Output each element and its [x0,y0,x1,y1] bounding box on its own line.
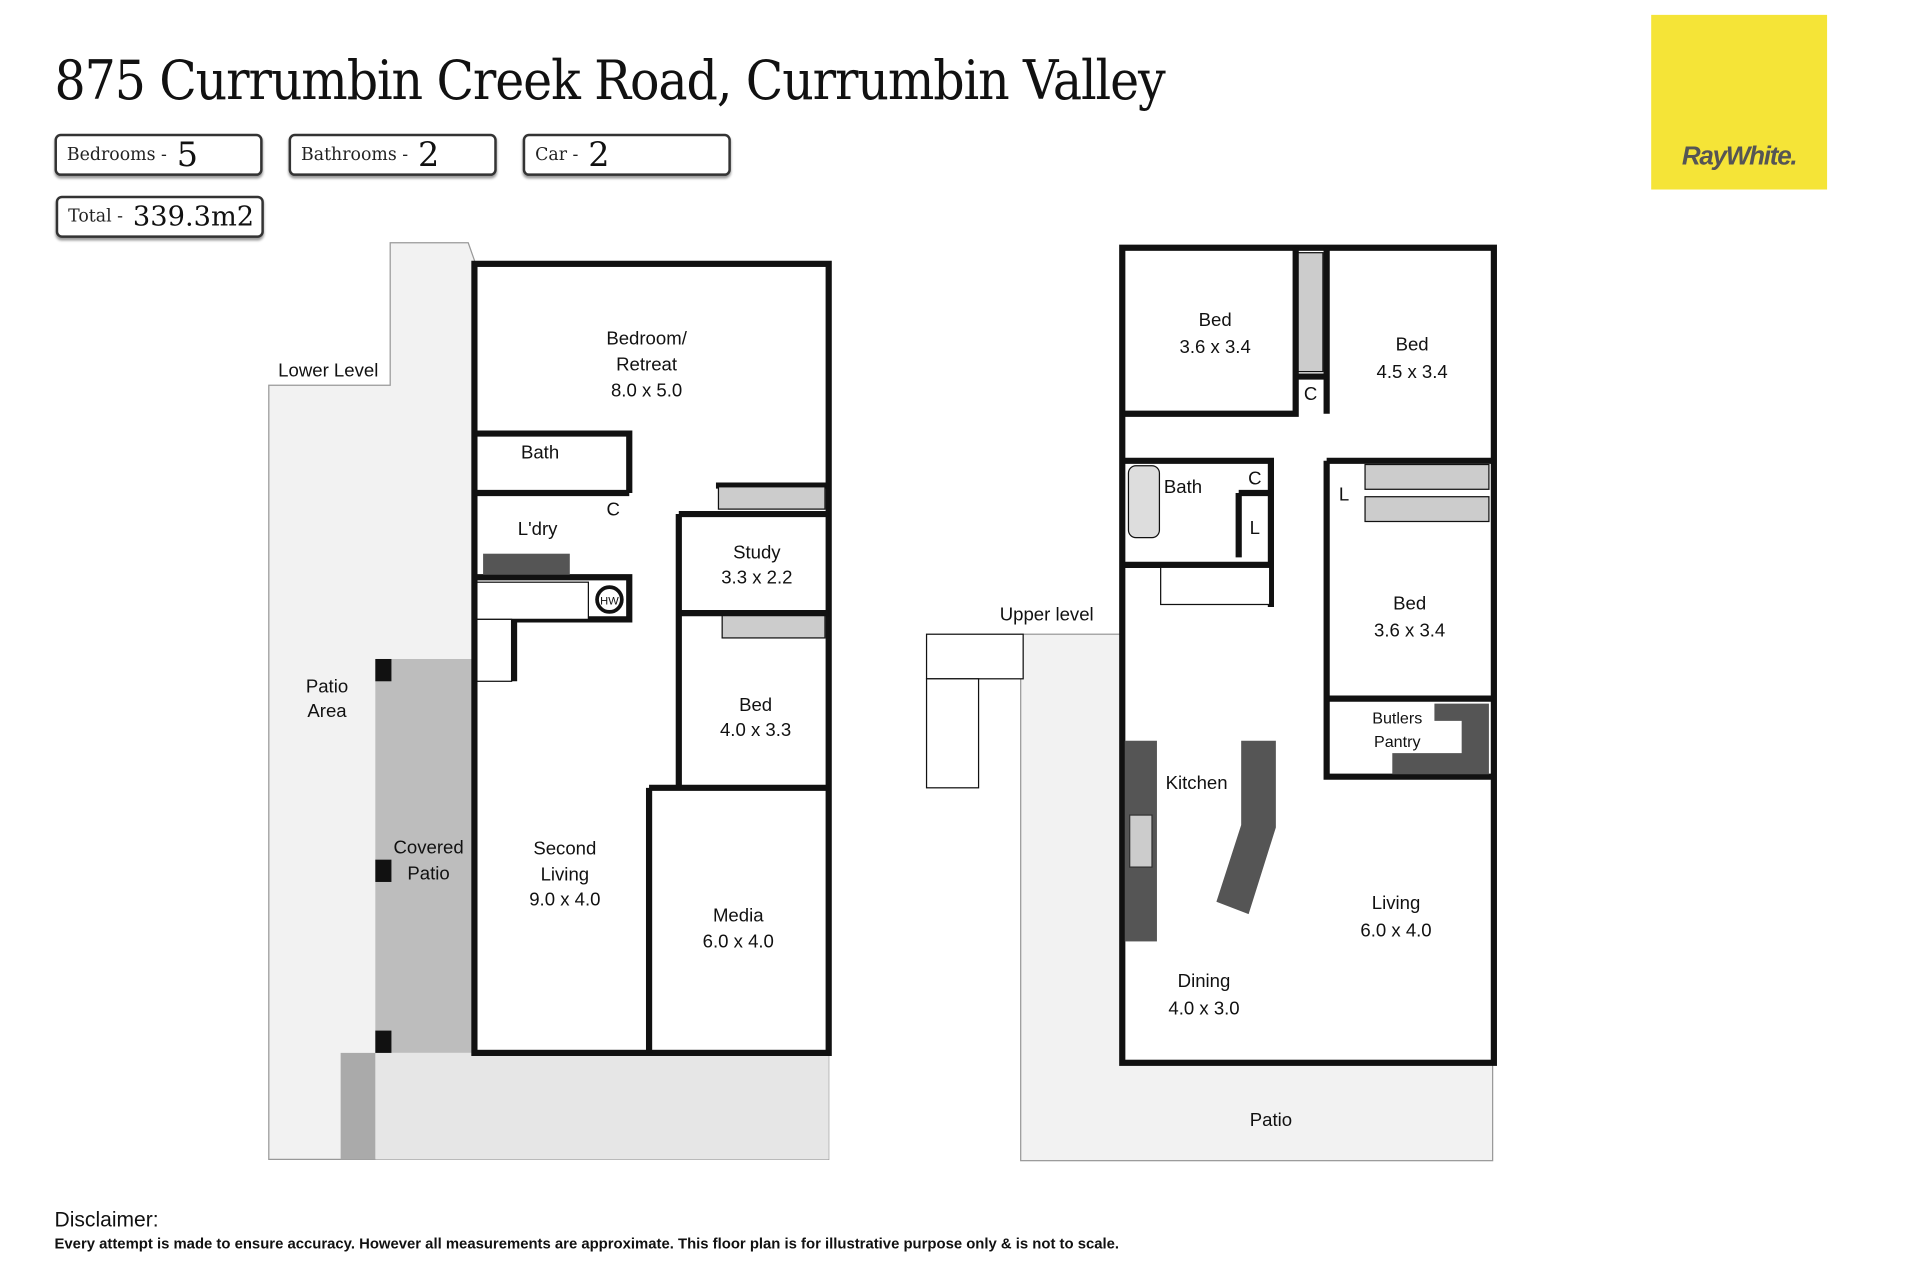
upper-patio-label: Patio [1250,1109,1292,1130]
kitchen-label: Kitchen [1166,772,1228,793]
upper-stairs [1160,566,1271,606]
upper-bath-label: Bath [1164,476,1202,497]
car-label: Car - [535,144,579,165]
butlers-pantry-label-2: Pantry [1374,733,1421,751]
lower-bed-label: Bed [739,694,772,715]
laundry-bench [483,553,570,575]
hot-water-label: HW [600,595,619,607]
upper-linen-1: L [1339,483,1349,504]
wardrobe [717,486,826,510]
post [375,859,392,882]
upper-level-label: Upper level [1000,604,1094,625]
covered-patio-label: Covered [393,836,463,857]
upper-bed1-size: 3.6 x 3.4 [1180,336,1251,357]
bathrooms-label: Bathrooms - [301,144,409,165]
bedrooms-value: 5 [176,135,199,175]
living-label: Living [1372,892,1421,913]
bedroom-retreat-size: 8.0 x 5.0 [611,379,682,400]
study-label: Study [733,542,781,563]
stairs-lower [476,581,590,620]
lower-cupboard-label: C [606,498,619,519]
laundry-label: L'dry [518,518,558,539]
patio-area-label-2: Area [307,700,347,721]
lower-walls [471,260,832,1056]
dining-label: Dining [1178,970,1231,991]
upper-bed3-size: 3.6 x 3.4 [1374,620,1445,641]
butlers-pantry-label: Butlers [1372,709,1422,727]
lower-bath-label: Bath [521,441,559,462]
pantry-bench [1392,703,1489,775]
bathtub [1127,465,1161,539]
upper-bed2-label: Bed [1396,334,1429,355]
patio-area-label: Patio [306,675,348,696]
stairs-lower-2 [476,618,513,682]
media-label: Media [713,905,764,926]
paved-area [375,1052,829,1160]
raywhite-logo: RayWhite. [1651,14,1828,190]
bedrooms-label: Bedrooms - [66,144,167,165]
wardrobe [721,615,826,639]
second-living-size: 9.0 x 4.0 [529,888,600,909]
car-badge: Car - 2 [522,133,731,176]
second-living-label: Second [533,838,596,859]
dining-size: 4.0 x 3.0 [1168,997,1239,1018]
disclaimer-text: Every attempt is made to ensure accuracy… [54,1234,1120,1253]
external-stairs [925,633,1024,789]
property-address-title: 875 Currumbin Creek Road, Currumbin Vall… [54,49,1166,113]
car-value: 2 [588,135,610,175]
upper-linen-2: L [1250,517,1260,538]
bedrooms-badge: Bedrooms - 5 [54,133,263,176]
study-size: 3.3 x 2.2 [721,566,792,587]
bathrooms-value: 2 [418,135,440,175]
wardrobe [1364,463,1490,490]
logo-text: RayWhite. [1681,142,1798,171]
upper-bed2-size: 4.5 x 3.4 [1376,361,1447,382]
post [375,1030,392,1053]
hot-water-unit [595,585,624,614]
wardrobe [1297,252,1324,373]
second-living-label-2: Living [541,864,590,885]
stone-paving [340,1052,376,1160]
kitchen-sink [1129,814,1153,868]
upper-cupboard-2: C [1248,467,1261,488]
post [375,658,392,682]
covered-patio-label-2: Patio [407,862,449,883]
upper-bed1-label: Bed [1199,309,1232,330]
total-area-badge: Total - 339.3m2 [55,195,264,238]
lower-bed-size: 4.0 x 3.3 [720,719,791,740]
media-size: 6.0 x 4.0 [703,931,774,952]
total-label: Total - [68,206,124,227]
bathrooms-badge: Bathrooms - 2 [288,133,497,176]
living-size: 6.0 x 4.0 [1360,919,1431,940]
upper-bed3-label: Bed [1393,592,1426,613]
bedroom-retreat-label: Bedroom/ [606,327,687,348]
covered-patio-area [375,658,474,1053]
wardrobe [1364,496,1490,523]
total-value: 339.3m2 [132,201,255,233]
lower-level-label: Lower Level [278,360,378,381]
disclaimer-heading: Disclaimer: [54,1207,159,1232]
upper-cupboard-1: C [1304,383,1317,404]
upper-walls [1119,244,1497,1066]
kitchen-island [1216,740,1276,915]
bedroom-retreat-label-2: Retreat [616,353,678,374]
